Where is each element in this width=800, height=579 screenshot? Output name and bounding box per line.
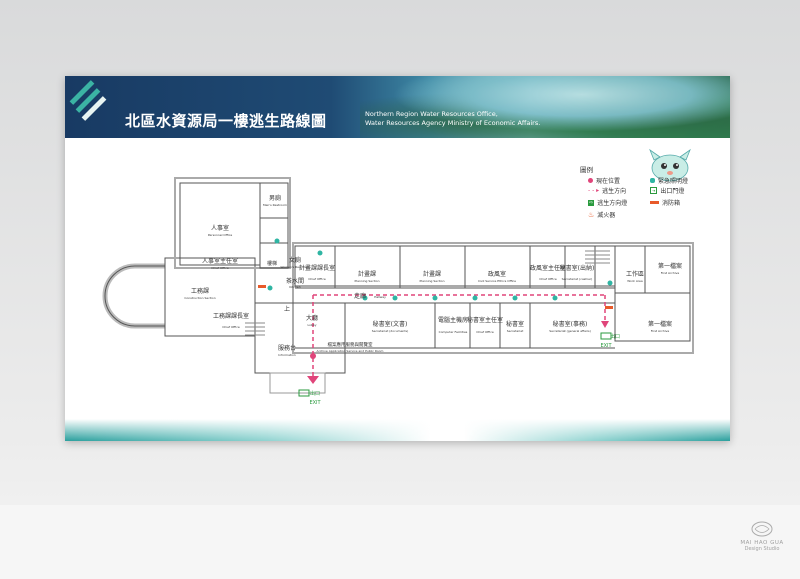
eng-block — [164, 257, 256, 337]
legend-exit-sign: ⇥ 出口門燈 — [650, 186, 684, 195]
watermark-brand: MAI HAO GUA — [740, 540, 784, 546]
route-light-icon: ⇨ — [588, 199, 595, 206]
label-archive1-en: First Archive — [661, 271, 680, 275]
floor-plan: 男廁 Men's Restroom 人事室 Personnel Office 人… — [102, 177, 694, 406]
label-sec-gen: 秘書室(事務) — [553, 320, 588, 328]
label-up: 上 — [284, 305, 290, 313]
legend-route-label: 逃生方向 — [602, 188, 627, 195]
label-civil-chief-en: Chief Office — [539, 277, 557, 281]
exit-door-icon: ⇥ — [650, 187, 658, 194]
exit-en-main: EXIT — [309, 400, 321, 406]
legend-hydrant-label: 消防箱 — [662, 200, 681, 207]
label-sec-gen-en: Secretariat (general affairs) — [549, 329, 591, 333]
label-civil-en: Civil Service Ethics Office — [478, 279, 516, 283]
floor-background — [0, 505, 800, 579]
you-are-here-dot — [310, 353, 316, 359]
label-civil: 政風室 — [488, 270, 506, 278]
exit-cn-main: 出口 — [310, 390, 320, 397]
label-secretary-chief-en: Secretariat (cashier) — [562, 277, 593, 281]
label-archive-app-en: Archive Application Service and Public R… — [317, 349, 384, 353]
exit-cn-right: 出口 — [610, 333, 620, 340]
label-secretary-chief: 秘書室(出納) — [560, 264, 595, 272]
label-eng: 工務課 — [191, 287, 209, 295]
legend-emergency-light-label: 緊急照明燈 — [658, 178, 689, 185]
legend-hydrant: 消防箱 — [650, 198, 680, 207]
evacuation-sign-board: 北區水資源局一樓逃生路線圖 Northern Region Water Reso… — [65, 76, 730, 441]
exit-sign-main: 出口 EXIT — [298, 389, 321, 406]
label-stairs: 樓梯 — [267, 260, 277, 267]
label-lobby: 大廳 — [306, 314, 318, 322]
label-personnel-en: Personnel Office — [208, 233, 233, 237]
label-toilet-women-en: Women's Restroom — [281, 265, 310, 269]
legend: 圖例 現在位置 - - ▸ 逃生方向 ⇨ 逃生方向燈 ♨ 滅火器 緊急照明燈 ⇥… — [580, 164, 720, 219]
escape-route — [307, 294, 609, 384]
label-archive-app: 檔案應用服務與閱覽室 — [328, 341, 373, 348]
label-plan-1-en: Planning Section — [354, 279, 379, 283]
exit-sign-right: 出口 EXIT — [600, 332, 620, 349]
hydrant-icon — [650, 201, 659, 204]
label-archive1: 第一檔案 — [658, 262, 682, 270]
label-personnel-chief-en: Chief Office — [211, 266, 229, 270]
arrow-icon: - - ▸ — [588, 187, 600, 194]
label-workroom: 工作區 — [626, 270, 644, 278]
legend-title: 圖例 — [580, 166, 593, 174]
label-personnel: 人事室 — [211, 224, 229, 232]
label-plan-1: 計畫課 — [358, 270, 376, 278]
legend-route: - - ▸ 逃生方向 — [588, 186, 626, 195]
watermark-sub: Design Studio — [744, 546, 780, 552]
label-eng-chief-en: Chief Office — [222, 325, 240, 329]
legend-current-label: 現在位置 — [596, 178, 621, 185]
label-info-en: Information — [278, 353, 295, 357]
sign-title: 北區水資源局一樓逃生路線圖 — [125, 112, 327, 130]
label-plan-chief-en: Chief Office — [308, 277, 326, 281]
legend-route-light: ⇨ 逃生方向燈 — [588, 198, 627, 207]
label-eng-chief: 工務課課長室 — [213, 312, 249, 320]
emergency-light-icon — [650, 178, 655, 183]
studio-watermark: MAI HAO GUA Design Studio — [737, 520, 787, 552]
label-toilet-women: 女廁 — [289, 256, 301, 264]
label-tea: 茶水間 — [286, 277, 304, 285]
label-sec-chief: 秘書室主任室 — [467, 316, 503, 324]
label-sec: 秘書室 — [506, 320, 524, 328]
label-archive2-en: First Archive — [651, 329, 670, 333]
label-toilet-men: 男廁 — [269, 194, 281, 202]
extinguisher-icon: ♨ — [588, 210, 595, 219]
sign-subtitle: Northern Region Water Resources Office, … — [365, 110, 540, 128]
label-sec-chief-en: Chief Office — [476, 330, 494, 334]
label-civil-chief: 政風室主任室 — [530, 264, 566, 272]
label-eng-en: Construction Section — [184, 296, 215, 300]
legend-route-light-label: 逃生方向燈 — [597, 200, 628, 207]
legend-exit-sign-label: 出口門燈 — [660, 188, 685, 195]
legend-extinguisher: ♨ 滅火器 — [588, 210, 616, 220]
label-workroom-en: Work Area — [627, 279, 643, 283]
label-archive2: 第一檔案 — [648, 320, 672, 328]
label-corridor: 走廊 — [354, 292, 366, 300]
legend-current: 現在位置 — [588, 176, 620, 185]
label-computer: 電腦主機房 — [438, 316, 468, 324]
lake-photo — [360, 76, 730, 138]
subtitle-line-1: Northern Region Water Resources Office, — [365, 110, 498, 118]
exit-en-right: EXIT — [600, 343, 612, 349]
dot-icon — [588, 178, 593, 183]
footer-gradient-bar — [65, 419, 730, 441]
label-corridor-en: Hallway — [374, 295, 386, 299]
label-computer-en: Computer Facilities — [439, 330, 468, 334]
studio-logo-icon — [751, 521, 773, 537]
legend-emergency-light: 緊急照明燈 — [650, 176, 688, 185]
label-sec-doc: 秘書室(文書) — [373, 320, 408, 328]
label-plan-2-en: Planning Section — [419, 279, 444, 283]
label-sec-doc-en: Secretariat (documents) — [372, 329, 409, 333]
label-tea-en: Kitchen — [289, 285, 300, 289]
header-banner: 北區水資源局一樓逃生路線圖 Northern Region Water Reso… — [65, 76, 730, 138]
mascot-illustration — [649, 148, 691, 182]
subtitle-line-2: Water Resources Agency Ministry of Econo… — [365, 119, 541, 127]
label-lobby-en: Lobby — [307, 323, 316, 327]
label-toilet-men-en: Men's Restroom — [263, 203, 287, 207]
label-plan-chief: 計畫課課長室 — [299, 264, 335, 272]
label-info: 服務台 — [278, 344, 296, 352]
legend-extinguisher-label: 滅火器 — [597, 212, 616, 219]
label-personnel-chief: 人事室主任室 — [202, 257, 238, 265]
label-sec-en: Secretariat — [507, 329, 524, 333]
label-plan-2: 計畫課 — [423, 270, 441, 278]
